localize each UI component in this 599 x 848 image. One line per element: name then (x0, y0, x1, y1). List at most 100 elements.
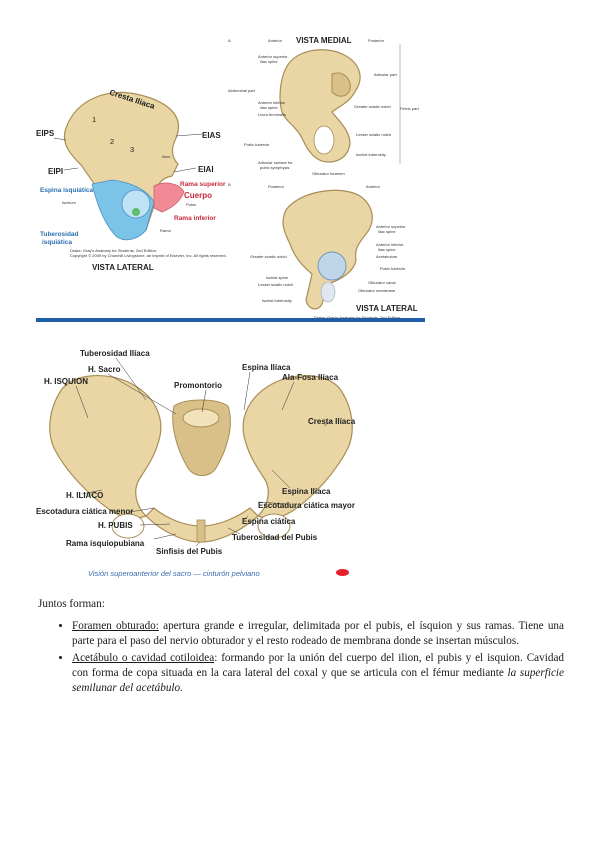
label-tuberosidad-pubis: Tuberosidad del Pubis (232, 533, 318, 542)
pubic-symphysis (196, 519, 206, 543)
label-rama-inferior: Rama inferior (174, 215, 216, 222)
figure-bottom-band (36, 318, 425, 322)
label-espina-iliaca-right: Espina Ilíaca (282, 487, 331, 496)
label-n1: 1 (92, 115, 96, 124)
label-ischium: Ischium (62, 200, 76, 205)
acetabulum-b (317, 251, 347, 281)
figure-pelvis-svg: Tuberosidad Ilíaca H. Sacro H. ISQUION P… (36, 349, 356, 578)
intro-line: Juntos forman: (38, 598, 105, 610)
credit-line-1: Drake: Gray's Anatomy for Students, 2nd … (70, 248, 157, 253)
desc-foramen: apertura grande e irregular, delimitada … (72, 620, 564, 647)
label-obturator-foramen: Obturator foramen (312, 171, 345, 176)
label-asis-b2: iliac spine (378, 229, 396, 234)
label-greater-sciatic-a: Greater sciatic notch (354, 104, 391, 109)
label-pelvic-part: Pelvic part (400, 106, 420, 111)
label-b: B (228, 182, 231, 187)
desc-acetabulo: : formando por la unión del cuerpo del i… (72, 652, 564, 679)
label-espina-isquiatica: Espina isquiática (40, 187, 93, 194)
label-ischial-tuberosity-b: Ischial tuberosity (262, 298, 292, 303)
medial-auricular (331, 72, 351, 97)
label-h-isquion: H. ISQUION (44, 377, 88, 386)
obturator-foramen-right (257, 513, 291, 539)
pubic-arch (145, 507, 259, 543)
label-ilium: Ilium (162, 154, 171, 159)
label-acetabulum-b: Acetabulum (376, 254, 398, 259)
acetabulum-shape (121, 189, 151, 219)
label-pubis: Pubis (186, 202, 196, 207)
label-sinfisis: Sinfisis del Pubis (156, 547, 223, 556)
figure-grays-views: A Anterior VISTA MEDIAL Posterior Anteri… (228, 34, 425, 322)
term-foramen: Foramen obturado: (72, 620, 159, 632)
label-vista-medial: VISTA MEDIAL (296, 36, 352, 45)
label-vista-lateral-2: VISTA LATERAL (356, 304, 418, 313)
label-tuberosidad-iliaca: Tuberosidad Ilíaca (80, 349, 150, 358)
credit-line-2: Copyright © 2009 by Churchill Livingston… (70, 253, 227, 258)
label-posterior-a: Posterior (368, 38, 385, 43)
label-pubic-tubercle-b: Pubic tubercle (380, 266, 406, 271)
body-text: Juntos forman: Foramen obturado: apertur… (38, 597, 564, 698)
label-eiai: EIAI (198, 165, 214, 174)
label-articular-surface: Articular surface for (258, 160, 293, 165)
label-n2: 2 (110, 137, 114, 146)
medial-obturator-foramen (313, 125, 335, 155)
label-eipi: EIPI (48, 167, 63, 176)
acetabulum-center (132, 208, 140, 216)
label-ischial-tuberosity-a: Ischial tuberosity (356, 152, 386, 157)
credit-grays-b: Drake: Gray's Anatomy for Students, 2nd … (314, 315, 400, 320)
label-h-iliaco: H. ILIACO (66, 491, 103, 500)
label-isquiatica: isquiática (42, 239, 72, 246)
label-n3: 3 (130, 145, 134, 154)
label-espina-ciatica: Espina ciática (242, 517, 296, 526)
label-anterior-a: Anterior (268, 38, 283, 43)
label-linea-terminalis: Linea terminalis (258, 112, 286, 117)
label-ala-fosa: Ala-Fosa Ilíaca (282, 373, 339, 382)
label-pubic-symphysis: pubic symphysis (260, 165, 289, 170)
label-aiis-a2: iliac spine (260, 105, 278, 110)
label-pubic-tubercle-a: Pubic tubercle (244, 142, 270, 147)
label-h-sacro: H. Sacro (88, 365, 121, 374)
feature-list: Foramen obturado: apertura grande e irre… (38, 619, 564, 696)
label-abdominal-part: Abdominal part (228, 88, 256, 93)
label-asis-a2: iliac spine (260, 59, 278, 64)
pubis-region (153, 182, 185, 213)
label-eips: EIPS (36, 129, 55, 138)
label-escotadura-mayor: Escotadura ciática mayor (258, 501, 355, 510)
label-escotadura-menor: Escotadura ciática menor (36, 507, 133, 516)
label-obturator-membrane: Obturator membrane (358, 288, 396, 293)
label-h-pubis: H. PUBIS (98, 521, 133, 530)
label-aiis-b2: iliac spine (378, 247, 396, 252)
list-item-acetabulo: Acetábulo o cavidad cotiloidea: formando… (72, 651, 564, 696)
label-asis-b: Anterior superior (376, 224, 406, 229)
figure-pelvic-girdle: Tuberosidad Ilíaca H. Sacro H. ISQUION P… (36, 340, 366, 582)
label-cresta-iliaca-pelvis: Cresta Ilíaca (308, 417, 356, 426)
label-rama-superior: Rama superior (180, 181, 226, 188)
obturator-foramen-left (111, 513, 145, 539)
label-rama: Rama (160, 228, 171, 233)
label-articular-part: Articular part (374, 72, 398, 77)
lateral-ilium-b (282, 189, 373, 310)
sacral-promontory (182, 408, 220, 428)
pelvis-caption: Visión superoanterior del sacro — cintur… (88, 569, 260, 578)
label-tuberosidad: Tuberosidad (40, 231, 79, 238)
term-acetabulo: Acetábulo o cavidad cotiloidea (72, 652, 215, 664)
list-item-foramen: Foramen obturado: apertura grande e irre… (72, 619, 564, 649)
label-vista-lateral-1: VISTA LATERAL (92, 263, 154, 272)
label-promontorio: Promontorio (174, 381, 222, 390)
label-eias: EIAS (202, 131, 221, 140)
pelvis-right-wing (242, 374, 353, 519)
label-a: A (228, 38, 231, 43)
figure-grays-svg: A Anterior VISTA MEDIAL Posterior Anteri… (228, 36, 420, 320)
label-ischial-spine: Ischial spine (266, 275, 289, 280)
label-rama-isquiopubiana: Rama isquiopubiana (66, 539, 145, 548)
label-posterior-b: Posterior (268, 184, 285, 189)
label-lesser-sciatic-a: Lesser sciatic notch (356, 132, 391, 137)
pelvis-left-wing (49, 374, 162, 519)
label-espina-iliaca-top: Espina Ilíaca (242, 363, 291, 372)
label-asis-a: Anterior superior (258, 54, 288, 59)
label-aiis-a: Anterior inferior (258, 100, 286, 105)
figure-lateral-hip-svg: Cresta Iliaca EIPS EIAS EIPI EIAI 1 2 3 … (36, 88, 227, 272)
label-aiis-b: Anterior inferior (376, 242, 404, 247)
desc-acetabulo-italic: la superficie semilunar del acetábulo. (72, 667, 564, 694)
label-lesser-sciatic-b: Lesser sciatic notch (258, 282, 293, 287)
label-cuerpo: Cuerpo (184, 191, 212, 200)
